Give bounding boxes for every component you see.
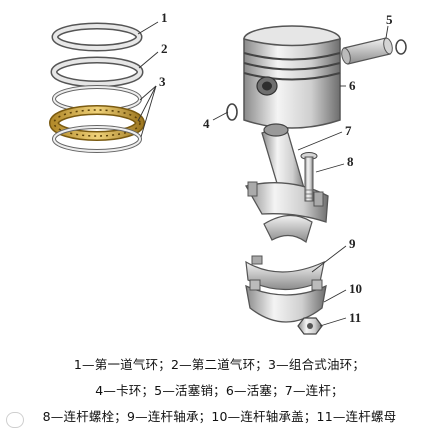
label-10: 10 xyxy=(349,281,362,296)
oil-ring-expander xyxy=(49,105,145,141)
connecting-rod-bearing-cap xyxy=(245,279,327,323)
piston-rings xyxy=(49,22,145,153)
label-2: 2 xyxy=(161,41,168,56)
label-6: 6 xyxy=(349,78,356,93)
label-5: 5 xyxy=(386,12,393,27)
legend-line-1: 1—第一道气环；2—第二道气环；3—组合式油环； xyxy=(73,357,366,372)
label-9: 9 xyxy=(349,236,356,251)
legend-line-2: 4—卡环；5—活塞销；6—活塞；7—连杆； xyxy=(95,383,344,398)
bearing-shell-upper xyxy=(263,214,313,243)
connecting-rod xyxy=(245,123,329,223)
piston xyxy=(243,25,341,129)
label-11: 11 xyxy=(349,310,361,325)
oil-ring-lower-rail xyxy=(52,125,142,153)
connecting-rod-bearing xyxy=(245,260,325,291)
circlip xyxy=(226,103,238,121)
connecting-rod-bolt xyxy=(300,152,318,202)
legend-line-3: 8—连杆螺栓；9—连杆轴承；10—连杆轴承盖；11—连杆螺母 xyxy=(42,409,397,424)
bearing-tab-lower-left xyxy=(251,255,263,265)
label-1: 1 xyxy=(161,10,168,25)
watermark-icon xyxy=(6,412,24,428)
piston-connecting-rod-exploded-diagram: 1 2 3 4 5 6 7 8 9 10 11 xyxy=(49,10,407,335)
piston-pin xyxy=(341,37,393,65)
pin-circlip-right xyxy=(395,39,407,55)
connecting-rod-nut xyxy=(297,317,323,335)
label-4: 4 xyxy=(203,116,210,131)
label-7: 7 xyxy=(345,123,352,138)
second-compression-ring xyxy=(50,56,144,88)
label-8: 8 xyxy=(347,154,354,169)
first-compression-ring xyxy=(51,22,143,52)
label-3: 3 xyxy=(159,74,166,89)
leader-lines xyxy=(137,21,389,327)
